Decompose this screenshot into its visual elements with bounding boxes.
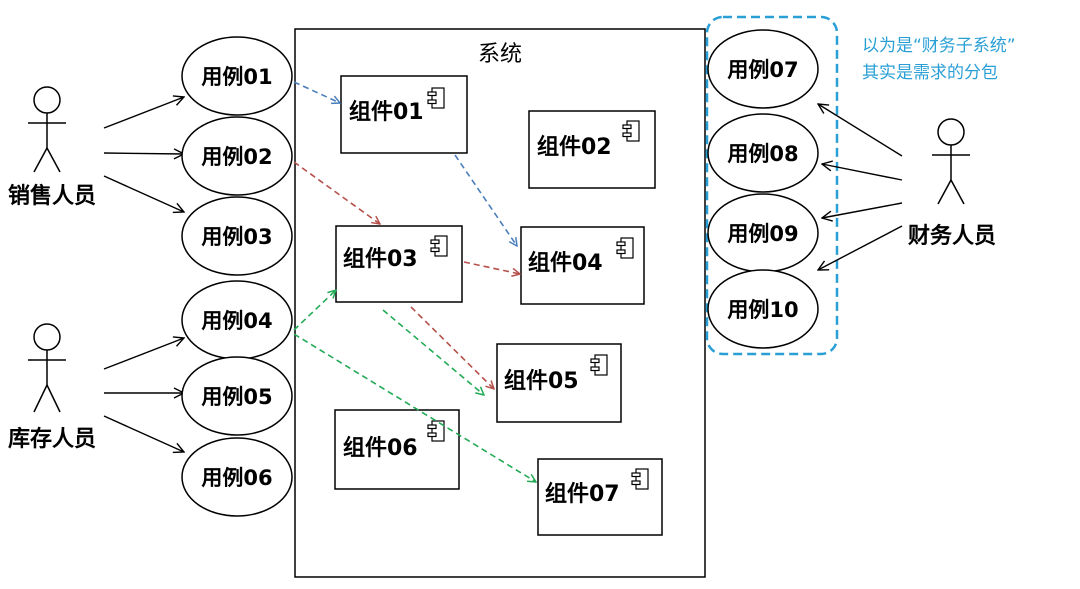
annotation-line-2: 其实是需求的分包 xyxy=(862,63,998,83)
actor-finance xyxy=(932,118,970,205)
component-03-icon xyxy=(430,235,448,257)
assoc-fin-uc08 xyxy=(822,164,903,181)
component-01-label: 组件01 xyxy=(349,99,424,125)
use-case-05 xyxy=(181,356,293,436)
use-case-04-label: 用例04 xyxy=(201,309,272,333)
assoc-sales-uc01 xyxy=(103,97,184,129)
dep-uc01-c01 xyxy=(293,81,340,103)
component-01-icon xyxy=(427,87,445,109)
component-05-label: 组件05 xyxy=(504,368,579,394)
actor-sales-label: 销售人员 xyxy=(8,183,96,209)
use-case-05-label: 用例05 xyxy=(201,385,272,409)
actor-sales xyxy=(28,86,66,173)
use-case-03 xyxy=(181,196,293,276)
component-03-label: 组件03 xyxy=(343,246,418,272)
assoc-fin-uc07 xyxy=(818,104,903,157)
component-05-icon xyxy=(590,354,608,376)
actor-inventory xyxy=(28,323,66,413)
component-02-label: 组件02 xyxy=(537,134,612,160)
component-04-label: 组件04 xyxy=(528,250,603,276)
actor-finance-label: 财务人员 xyxy=(908,224,996,249)
component-04-icon xyxy=(616,237,634,259)
use-case-06 xyxy=(181,437,293,517)
dep-uc04-c07 xyxy=(293,333,536,482)
component-06-icon xyxy=(427,420,445,442)
use-case-08-label: 用例08 xyxy=(727,142,798,166)
finance-package-box xyxy=(705,15,839,356)
component-07-icon xyxy=(631,468,649,490)
annotation-line-1: 以为是“财务子系统” xyxy=(862,36,1016,56)
component-05 xyxy=(496,343,622,423)
actor-associations xyxy=(103,97,903,452)
component-02-icon xyxy=(622,120,640,142)
use-case-01-label: 用例01 xyxy=(201,65,272,89)
use-case-02 xyxy=(181,116,293,196)
use-case-10-label: 用例10 xyxy=(727,298,798,322)
use-case-03-label: 用例03 xyxy=(201,225,272,249)
component-07-label: 组件07 xyxy=(545,481,620,507)
dep-c03-c05-green xyxy=(382,309,484,395)
use-case-09-label: 用例09 xyxy=(727,222,798,246)
assoc-sales-uc03 xyxy=(103,175,184,212)
dep-c01-c04 xyxy=(454,154,517,246)
use-case-01 xyxy=(181,36,293,116)
system-title: 系统 xyxy=(478,42,522,67)
assoc-fin-uc10 xyxy=(818,225,903,270)
assoc-inv-uc04 xyxy=(103,338,184,370)
actor-inventory-label: 库存人员 xyxy=(8,426,96,452)
component-06-label: 组件06 xyxy=(343,435,418,461)
use-case-07-label: 用例07 xyxy=(727,58,798,82)
dep-uc02-c03 xyxy=(293,161,380,224)
assoc-sales-uc02 xyxy=(103,153,184,154)
component-01 xyxy=(340,75,468,154)
assoc-fin-uc09 xyxy=(822,202,903,218)
use-case-10 xyxy=(707,269,819,349)
assoc-inv-uc06 xyxy=(103,415,184,452)
use-case-08 xyxy=(707,113,819,193)
use-case-06-label: 用例06 xyxy=(201,466,272,490)
use-case-02-label: 用例02 xyxy=(201,145,272,169)
use-case-07 xyxy=(707,29,819,109)
